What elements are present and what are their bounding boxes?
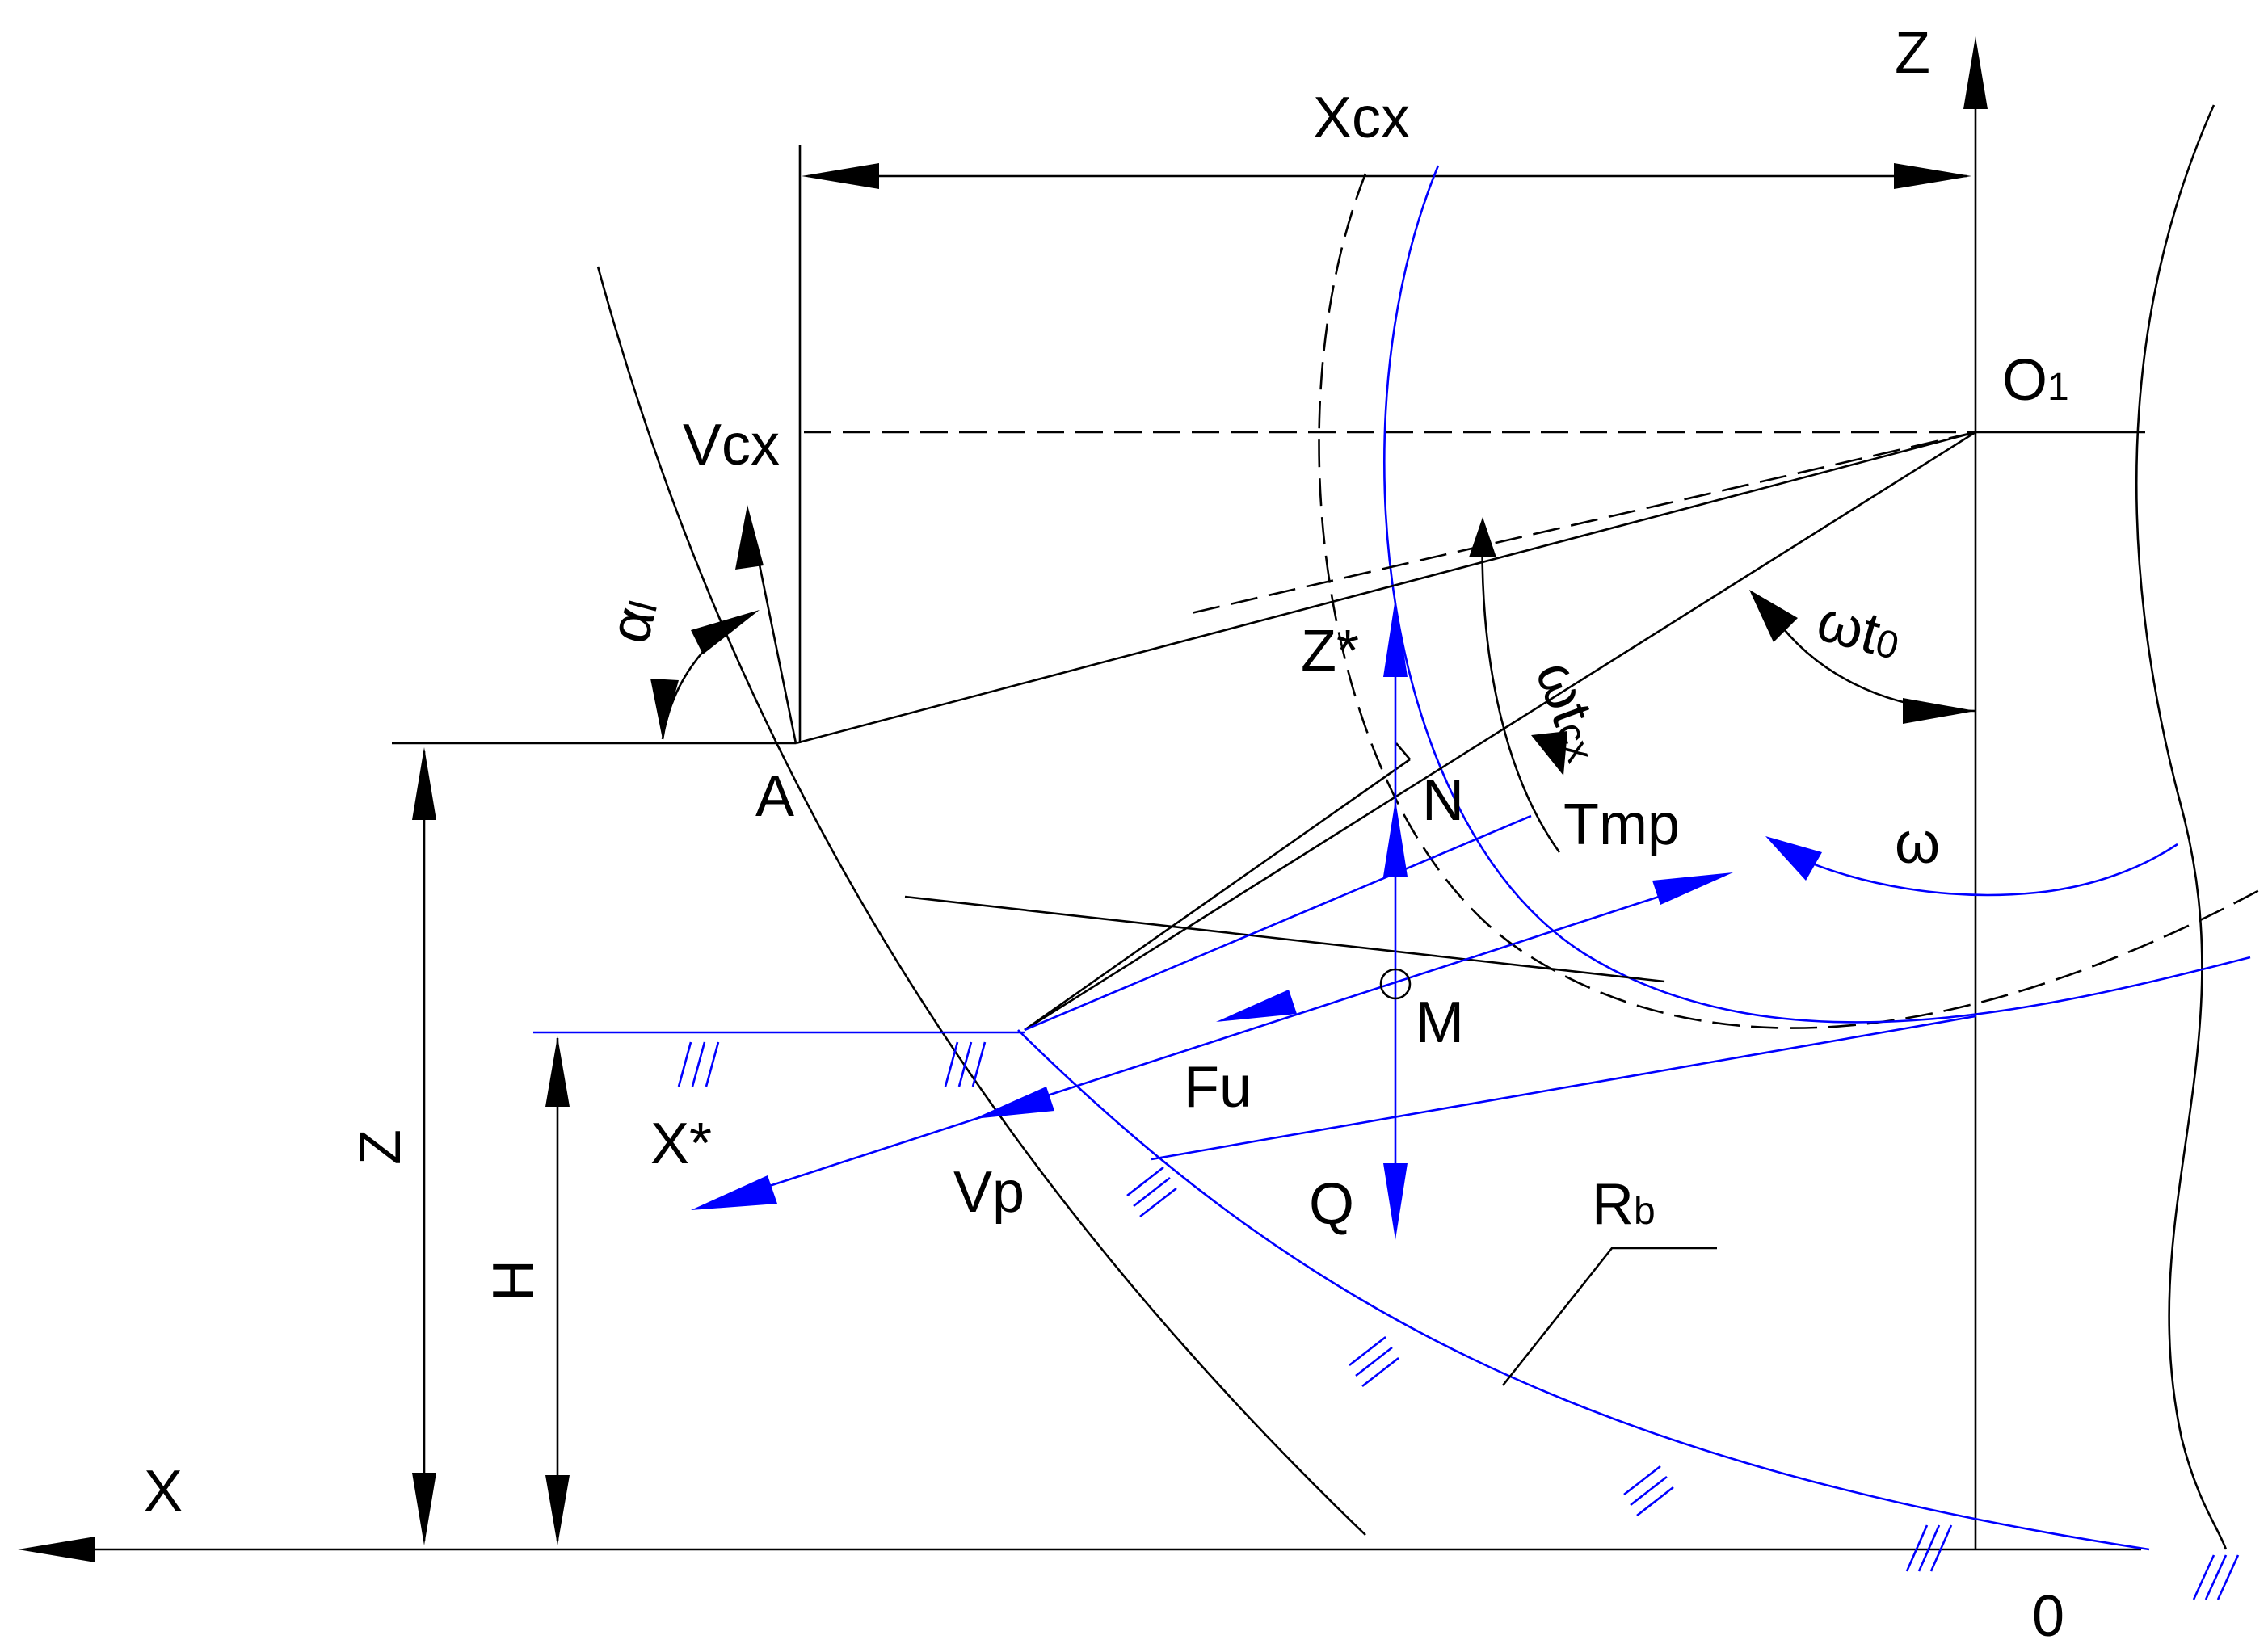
vcx-label: Vcx [683,413,780,477]
hatch-wall-bottom [2192,1554,2240,1600]
ground-hatching [677,1041,2240,1600]
omega-tcx-arrow-top [1469,517,1496,557]
vp-label: Vp [953,1160,1025,1225]
omega-tcx-arc [1481,520,1561,853]
blue-inner-arc [1383,165,2251,1024]
x-star-axis-line [726,875,1722,1201]
z-dim-arrow-bottom [412,1473,436,1545]
omega-label: ω [1895,811,1940,876]
wavy-boundary [2135,104,2228,1550]
h-dim-arrow-top [545,1036,570,1107]
omega-t0-arrow-right [1903,698,1976,724]
dashed-arc [1318,173,2263,1029]
omega-rotation-arrowhead [1765,836,1822,881]
outer-black-arc [596,266,1366,1536]
alpha-label: αl [596,592,670,650]
origin-label: 0 [2032,1584,2064,1648]
vcx-arrowhead [735,505,764,570]
o1-subscript: 1 [2047,366,2069,409]
line-n-to-ground [1024,758,1411,1032]
h-dim-arrow-bottom [545,1475,570,1545]
h-dimension [545,1036,570,1545]
q-label: Q [1309,1172,1354,1237]
z-star-arrowhead [1383,598,1408,677]
xcx-label: Xcx [1313,86,1410,150]
a-point-label: A [755,764,794,829]
line-o1-a [795,431,1976,745]
hatch-rb-arc-3 [1905,1524,1953,1572]
fu-arrowhead [1216,990,1297,1022]
hatch-rb-arc-1 [1349,1335,1399,1388]
hatch-blue-ground [1126,1166,1177,1218]
blue-line-ground [1151,1015,1976,1161]
line-o1-n [1024,431,1976,1032]
rb-main: R [1592,1172,1634,1237]
vp-arrowhead [974,1087,1054,1119]
omega-tcx-arrow-bottom [1531,731,1567,776]
rb-subscript: b [1634,1190,1656,1233]
xcx-dimension [798,145,1971,743]
tmp-arrowhead [1652,872,1733,905]
blue-rb-arc [1017,1029,2150,1551]
fu-label: Fu [1184,1055,1252,1120]
omega-tcx-label: ωtcx [1523,653,1618,769]
rb-leader-line [1501,1247,1717,1386]
hatch-h-level-left [677,1041,720,1087]
alpha-arrow-bottom [650,679,679,739]
xcx-arrow-right [1894,163,1971,189]
z-axis-arrowhead [1963,36,1988,109]
n-point-label: N [1422,768,1464,833]
hatch-rb-arc-2 [1623,1465,1674,1517]
x-axis-arrowhead [18,1537,95,1562]
z-dimension [412,747,436,1545]
blue-line-bank [1024,814,1532,1032]
n-force-arrowhead [1383,800,1408,877]
point-m-circle [1379,968,1412,1000]
omega-rotation-arc [1777,843,2178,897]
o1-label: O1 [2002,348,2069,413]
o1-main: O [2002,348,2047,413]
z-dimension-label: Z [348,1129,413,1165]
m-point-label: M [1416,990,1464,1055]
x-star-arrowhead [691,1175,777,1210]
z-dim-arrow-top [412,747,436,820]
chord-line [904,895,1665,983]
h-dimension-label: H [482,1259,546,1301]
tmp-label: Tmp [1563,792,1680,857]
line-n-edge [1395,742,1411,760]
dashed-line-o1-a [1187,431,1976,616]
hatch-h-level-right [944,1041,987,1087]
x-axis-label: X [144,1459,183,1524]
omega-t0-label: ωt0 [1811,588,1908,672]
omega-tcx-main: ωt [1523,653,1605,733]
z-star-label: Z* [1301,619,1359,683]
xcx-arrow-left [802,163,879,189]
rb-label: Rb [1592,1172,1656,1237]
coordinate-axes [18,36,2141,1562]
z-axis-label: Z [1895,21,1930,86]
alpha-arrow-top [691,610,760,654]
q-arrowhead [1383,1163,1408,1240]
x-star-label: X* [650,1112,712,1176]
omega-t0-arrow-top [1749,590,1798,642]
